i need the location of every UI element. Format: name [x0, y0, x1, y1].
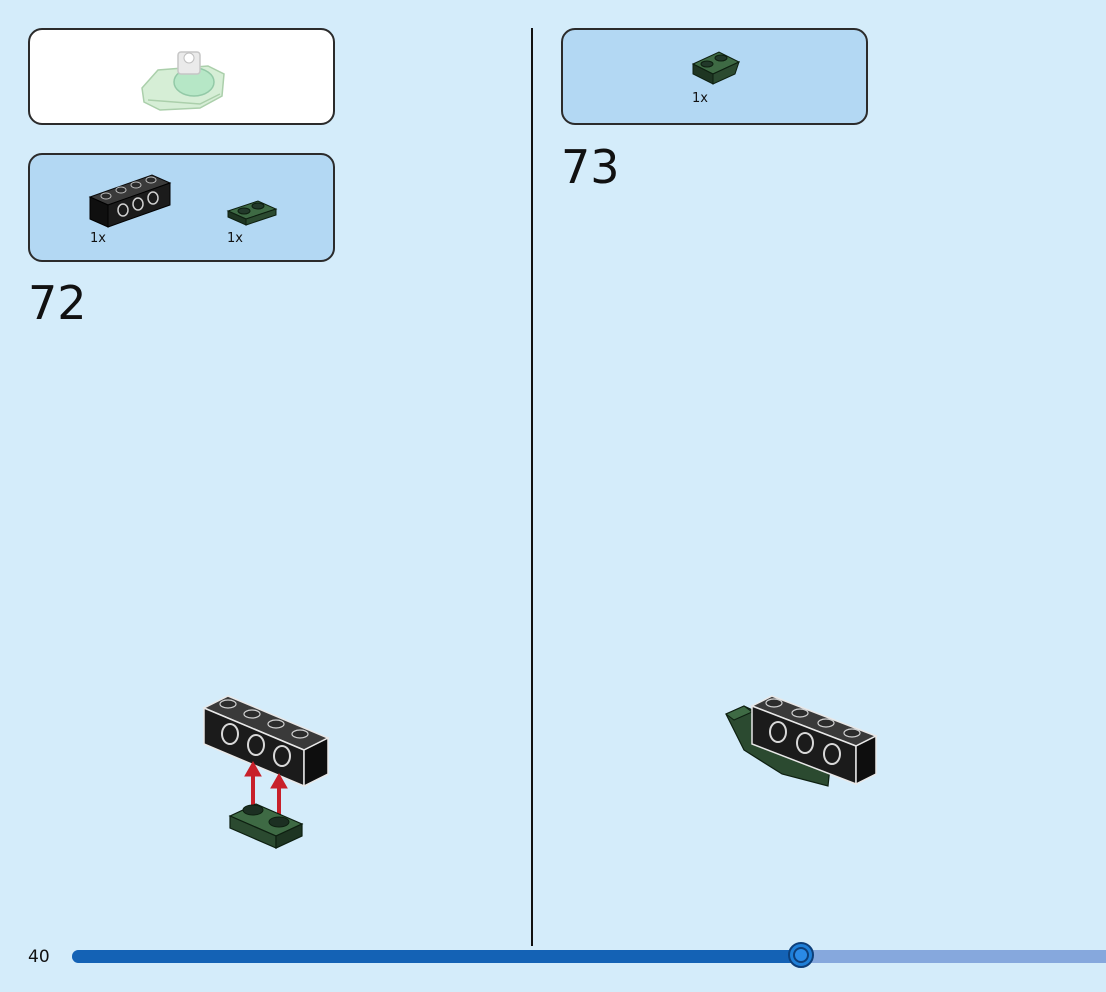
submodel-callout	[28, 28, 335, 125]
part-qty: 1x	[692, 91, 708, 106]
step-73-assembly-illustration	[725, 695, 878, 787]
page-number: 40	[28, 947, 50, 967]
parts-list-step-72: 1x 1x	[28, 153, 335, 262]
page-divider	[531, 28, 533, 946]
progress-bar-fill	[72, 950, 801, 963]
submodel-ghost-icon	[141, 51, 225, 111]
dark-green-plate-1x2-icon	[226, 200, 278, 226]
step-number-72: 72	[28, 276, 87, 330]
part-qty: 1x	[90, 231, 106, 246]
progress-indicator-icon	[787, 942, 814, 968]
progress-bar	[72, 942, 1106, 968]
part-qty: 1x	[227, 231, 243, 246]
step-number-73: 73	[561, 140, 620, 194]
step-72-assembly-illustration	[202, 695, 330, 849]
black-technic-brick-1x4-icon	[88, 174, 172, 228]
parts-list-step-73: 1x	[561, 28, 868, 125]
dark-green-inverted-slope-icon	[691, 51, 741, 85]
